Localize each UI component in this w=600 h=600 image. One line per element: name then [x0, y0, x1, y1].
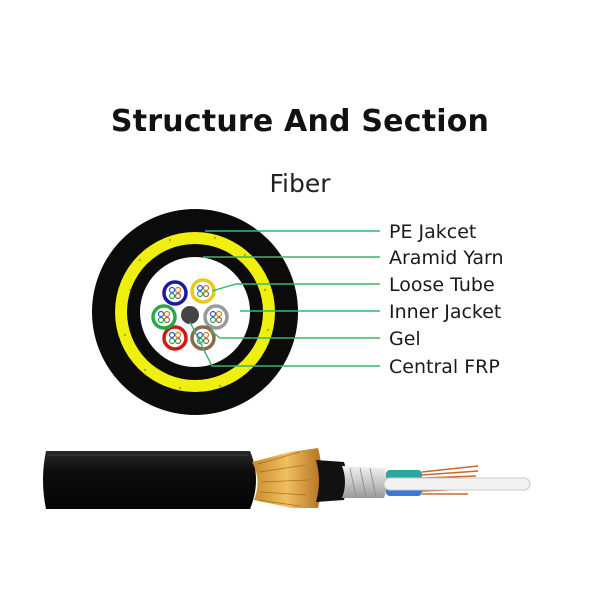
leader-line-loose-tube [211, 283, 380, 292]
label-pe-jacket: PE Jakcet [389, 221, 476, 243]
side-armor-wrap [342, 466, 387, 498]
page-title: Structure And Section [110, 104, 490, 139]
leader-line-central-frp [189, 321, 380, 367]
loose-tube-green [151, 304, 177, 330]
label-loose-tube: Loose Tube [389, 274, 495, 296]
side-pe-jacket [43, 451, 256, 509]
aramid-texture [123, 236, 270, 390]
label-inner-jacket: Inner Jacket [389, 301, 501, 323]
central-frp [181, 306, 199, 324]
side-aramid-yarn [252, 448, 322, 508]
cable-cross-section [92, 209, 298, 415]
loose-tube-red [162, 325, 188, 351]
cable-side-view [43, 448, 531, 509]
side-inner-jacket [316, 460, 347, 502]
label-aramid-yarn: Aramid Yarn [389, 247, 504, 269]
label-central-frp: Central FRP [389, 356, 500, 378]
loose-tube-blue [162, 280, 188, 306]
section-subtitle: Fiber [269, 169, 331, 198]
side-central-frp [383, 477, 531, 491]
label-gel: Gel [389, 328, 421, 350]
loose-tube-yellow [190, 278, 216, 304]
fibers-in-tubes [157, 284, 223, 345]
leader-line-gel [209, 329, 380, 339]
loose-tube-gray [203, 304, 229, 330]
part-labels: PE Jakcet Aramid Yarn Loose Tube Inner J… [389, 221, 504, 378]
leader-lines [189, 230, 380, 367]
